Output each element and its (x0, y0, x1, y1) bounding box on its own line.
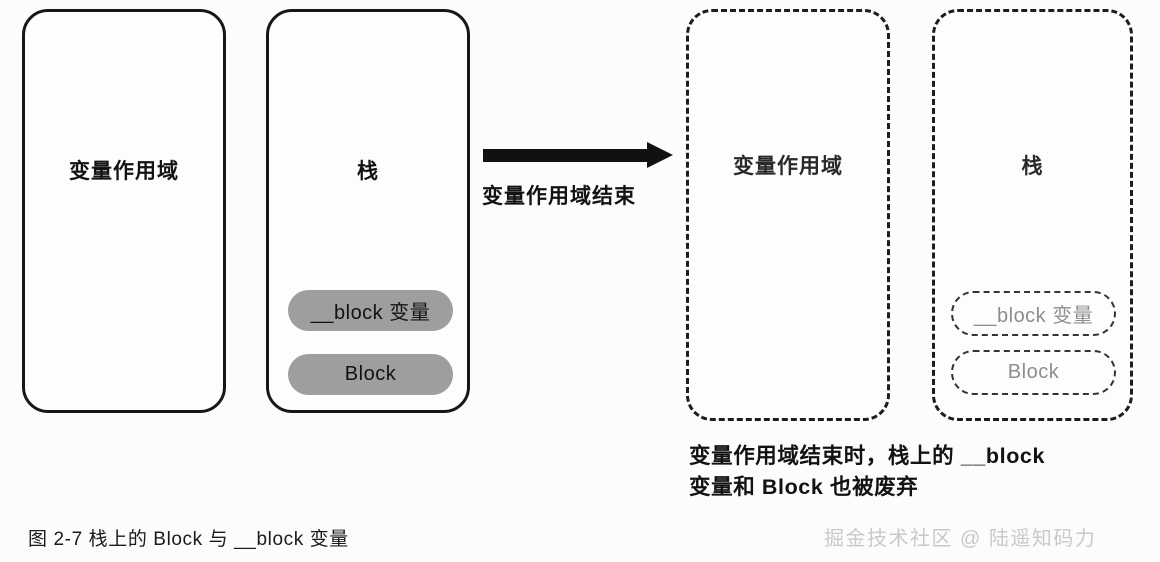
before-scope-box: 变量作用域 (22, 9, 226, 413)
before-stack-box: 栈 __block 变量 Block (266, 9, 470, 413)
after-stack-item-block-variable-label: __block 变量 (973, 305, 1094, 327)
before-stack-item-block-variable: __block 变量 (288, 290, 453, 331)
figure-caption: 图 2-7 栈上的 Block 与 __block 变量 (28, 529, 349, 550)
watermark: 掘金技术社区 @ 陆遥知码力 (824, 528, 1097, 550)
after-stack-box-title: 栈 (1021, 155, 1044, 178)
after-stack-item-block-variable: __block 变量 (951, 291, 1116, 336)
before-stack-box-title: 栈 (357, 160, 379, 183)
transition-arrow-icon (483, 142, 673, 168)
after-note-line-2: 变量和 Block 也被废弃 (689, 475, 919, 499)
transition-arrow-label: 变量作用域结束 (482, 185, 636, 208)
after-note-line-1: 变量作用域结束时，栈上的 __block (689, 444, 1046, 468)
after-scope-box: 变量作用域 (686, 9, 890, 421)
before-stack-item-block-variable-label: __block 变量 (310, 302, 431, 324)
after-stack-box: 栈 __block 变量 Block (932, 9, 1133, 421)
after-stack-item-block-label: Block (1007, 361, 1060, 383)
before-stack-item-block-label: Block (344, 363, 397, 385)
before-scope-box-title: 变量作用域 (69, 160, 179, 183)
before-stack-item-block: Block (288, 354, 453, 395)
after-scope-box-title: 变量作用域 (733, 155, 843, 178)
after-stack-item-block: Block (951, 350, 1116, 395)
